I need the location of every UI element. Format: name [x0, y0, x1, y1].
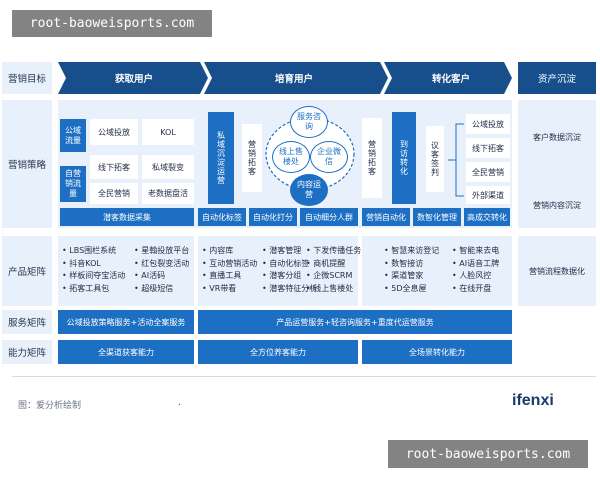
product-panel-convert [362, 236, 512, 306]
source-caption: 图：爱分析绘制 [18, 401, 82, 411]
stage-nurture: 培育用户 [274, 74, 313, 85]
row-label-product-matrix: 产品矩阵 [2, 236, 52, 306]
nurture-expansion-tag: 营销拓客 [242, 124, 262, 192]
row-label-marketing-goal: 营销目标 [2, 62, 52, 94]
row-label-capability-matrix: 能力矩阵 [2, 340, 52, 364]
product-item: • 潜客管理 [262, 246, 302, 255]
capability-convert: 全场景转化能力 [362, 340, 512, 364]
capability-nurture: 全方位养客能力 [198, 340, 358, 364]
convert-cell: 线下拓客 [466, 138, 510, 158]
product-item: • AI语音工牌 [452, 258, 500, 268]
product-item: • VR带看 [202, 283, 237, 293]
capability-acquire: 全渠道获客能力 [58, 340, 194, 364]
product-panel-acquire [58, 236, 194, 306]
watermark-bottom: root-baoweisports.com [388, 440, 588, 468]
stage-acquire: 获取用户 [114, 74, 153, 85]
row-label-service-matrix: 服务矩阵 [2, 310, 52, 334]
circle-wecom: 企业微信 [310, 141, 348, 173]
product-item: • 内容库 [202, 246, 234, 255]
product-item: • 抖音KOL [62, 258, 101, 268]
product-item: • 商机提醒 [306, 258, 346, 268]
asset-customer-data: 客户数据沉淀 [533, 132, 581, 142]
owned-traffic-tag: 自营销流量 [60, 166, 86, 202]
service-acquire: 公域投放策略服务+活动全案服务 [58, 310, 194, 334]
product-item: • 企微SCRM [306, 271, 353, 280]
nurture-bottom-bar: 自动细分人群 [300, 208, 358, 226]
product-item: • 线上售楼处 [306, 283, 354, 293]
convert-bottom-bar: 高成交转化 [464, 208, 510, 226]
stage-assets: 资产沉淀 [518, 62, 596, 94]
convert-marketing-tag: 营销拓客 [362, 118, 382, 198]
circle-content-ops: 内容运营 [290, 174, 328, 206]
nurture-bottom-bar: 自动化标签 [198, 208, 246, 226]
product-col-2: • 星翰投放平台 • 红包裂变活动 • AI活码 • 超级短信 [134, 245, 189, 295]
product-item: • 直播工具 [202, 271, 242, 280]
row-label-marketing-strategy: 营销策略 [2, 100, 52, 228]
negotiation-tag: 议客签判 [426, 126, 444, 192]
service-nurture: 产品运营服务+轻咨询服务+重度代运营服务 [198, 310, 512, 334]
product-assets: 营销流程数据化 [518, 236, 596, 306]
acquire-cell: 私域裂变 [142, 155, 194, 179]
nurture-bottom-bar: 自动化打分 [249, 208, 297, 226]
circle-online-sales: 线上售楼处 [272, 141, 310, 173]
visit-convert-tag: 到访转化 [392, 112, 416, 204]
private-ops-tag: 私域沉淀运营 [208, 112, 234, 204]
assets-strategy-panel [518, 100, 596, 228]
stage-arrows [58, 62, 512, 94]
acquire-cell: 全民营销 [90, 183, 138, 204]
convert-cell: 外部渠道 [466, 186, 510, 204]
product-item: • 智能来去电 [452, 246, 500, 255]
product-item: • AI活码 [134, 271, 166, 280]
convert-cell: 公域投放 [466, 114, 510, 134]
acquire-cell: 老数据盘活 [142, 183, 194, 204]
product-item: • 潜客特征分析 [262, 283, 318, 293]
convert-bracket [448, 123, 464, 197]
acquire-cell: 公域投放 [90, 119, 138, 145]
stage-arrow-acquire [58, 62, 208, 94]
circle-service-consult: 服务咨询 [290, 106, 328, 138]
product-col-5: • 下发传播任务 • 商机提醒 • 企微SCRM • 线上售楼处 [306, 245, 361, 295]
acquire-cell: 线下拓客 [90, 155, 138, 179]
product-col-7: • 智能来去电 • AI语音工牌 • 人脸风控 • 在线开盘 [452, 245, 499, 295]
stage-convert: 转化客户 [431, 74, 470, 85]
convert-cell: 全民营销 [466, 162, 510, 182]
product-item: • 在线开盘 [452, 283, 492, 293]
product-item: • 5D全息屋 [384, 283, 427, 293]
stage-arrow-nurture [204, 62, 388, 94]
product-col-6: • 智慧来访登记 • 数智接访 • 渠道管家 • 5D全息屋 [384, 245, 439, 295]
product-item: • 渠道管家 [384, 271, 424, 280]
product-col-3: • 内容库 • 互动营销活动 • 直播工具 • VR带看 [202, 245, 257, 295]
watermark-top: root-baoweisports.com [12, 10, 212, 37]
product-item: • 超级短信 [134, 283, 174, 293]
product-item: • 数智接访 [384, 258, 424, 268]
public-traffic-tag: 公域流量 [60, 119, 86, 152]
convert-bottom-bar: 营销自动化 [362, 208, 410, 226]
product-col-4: • 潜客管理 • 自动化标签 • 潜客分组 • 潜客特征分析 [262, 245, 317, 295]
product-item: • 拓客工具包 [62, 283, 110, 293]
acquire-bottom-bar: 潜客数据采集 [60, 208, 194, 226]
asset-content: 营销内容沉淀 [533, 200, 581, 210]
stage-arrow-convert [384, 62, 512, 94]
acquire-cell: KOL [142, 119, 194, 145]
product-item: • 潜客分组 [262, 271, 302, 280]
dot-mark: . [178, 398, 181, 408]
product-panel-nurture [198, 236, 358, 306]
product-item: • LBS围栏系统 [62, 246, 117, 255]
product-item: • 红包裂变活动 [134, 258, 190, 268]
product-col-1: • LBS围栏系统 • 抖音KOL • 样板间夺宝活动 • 拓客工具包 [62, 245, 125, 295]
product-item: • 智慧来访登记 [384, 246, 440, 255]
product-item: • 星翰投放平台 [134, 246, 190, 255]
footer-divider [12, 376, 596, 377]
product-item: • 人脸风控 [452, 271, 492, 280]
product-item: • 下发传播任务 [306, 246, 362, 255]
product-item: • 自动化标签 [262, 258, 310, 268]
product-item: • 样板间夺宝活动 [62, 271, 126, 280]
product-item: • 互动营销活动 [202, 258, 258, 268]
ifenxi-logo: ifenxi [512, 392, 554, 409]
convert-bottom-bar: 数智化管理 [413, 208, 461, 226]
